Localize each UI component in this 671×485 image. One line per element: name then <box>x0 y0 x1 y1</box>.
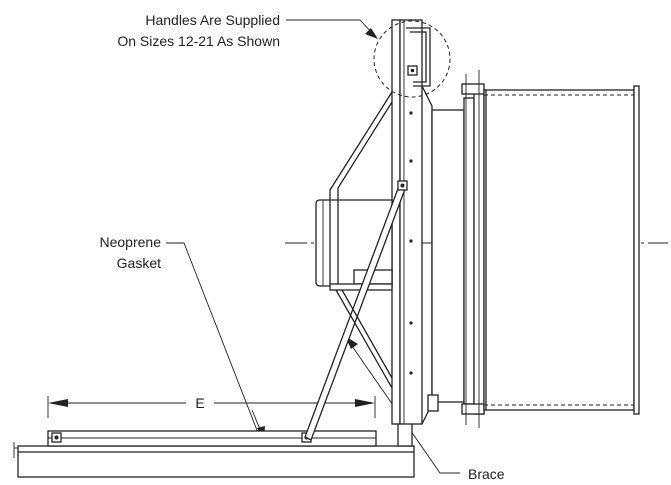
gasket-label-line1: Neoprene <box>100 234 162 250</box>
gasket-leader <box>166 242 261 439</box>
handle-detail-circle <box>373 20 451 98</box>
door-panel <box>391 19 423 425</box>
base-frame <box>13 421 415 478</box>
support-strut <box>335 289 393 389</box>
fan-duct <box>483 85 640 415</box>
strut <box>329 91 393 284</box>
brace-label: Brace <box>468 466 505 482</box>
handles-leader <box>286 19 378 39</box>
dimension-e-label: E <box>195 395 204 411</box>
handle <box>406 27 431 87</box>
fan-housing <box>421 70 485 428</box>
dimension-e <box>47 396 376 418</box>
panel-rivets <box>409 111 413 375</box>
gasket-label-line2: Gasket <box>117 255 161 271</box>
handles-label-line2: On Sizes 12-21 As Shown <box>117 33 280 49</box>
handles-label-line1: Handles Are Supplied <box>145 12 280 28</box>
